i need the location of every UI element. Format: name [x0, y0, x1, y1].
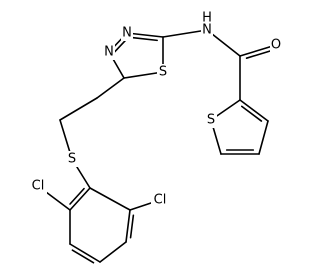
bond-e1-e2	[59, 97, 98, 121]
bond-c5-s1	[123, 71, 164, 79]
bond-ta-tb	[239, 99, 269, 122]
bond-co-o-double	[245, 49, 273, 59]
atom-label-background	[66, 151, 78, 167]
atom-label-background	[270, 37, 282, 53]
bond-r1-r2	[69, 187, 91, 211]
bond-r3-r4-double	[71, 249, 95, 264]
atom-n-ring-left: N	[104, 45, 114, 60]
atom-o-carbonyl: O	[271, 38, 281, 53]
atom-s-thiophene: S	[207, 113, 215, 128]
atom-s-thioether: S	[68, 152, 76, 167]
bond-tb-tc	[258, 120, 269, 155]
atom-nh-amide-n: N	[202, 23, 212, 38]
bond-c5-e1	[96, 77, 125, 99]
bond-lines	[37, 29, 277, 264]
atom-label-background	[201, 22, 213, 38]
atom-n-ring-upper: N	[122, 26, 132, 41]
atom-cl-right: Cl	[154, 193, 167, 208]
atom-cl-upper: Cl	[32, 179, 45, 194]
bond-r3-r4	[69, 243, 101, 263]
atom-nh-amide: H	[202, 11, 212, 26]
bond-r5-r6-double	[129, 214, 135, 239]
atom-label-background	[205, 112, 217, 128]
bond-r4-r5	[99, 241, 127, 263]
atom-label-background	[121, 25, 133, 41]
bond-c2-n3-double	[131, 36, 158, 42]
atom-label-background	[151, 192, 169, 208]
bond-c2-nh	[162, 29, 208, 38]
bond-r1-r2-double	[69, 187, 85, 205]
bond-ta-tb-double	[241, 105, 263, 122]
bond-r5-r6	[125, 209, 131, 243]
atom-label-background	[157, 64, 169, 80]
atom-s-ring-thiadiazole: S	[159, 65, 167, 80]
atom-label-background	[29, 178, 47, 194]
bond-r6-r1	[89, 187, 131, 211]
atom-label-background	[103, 44, 115, 60]
